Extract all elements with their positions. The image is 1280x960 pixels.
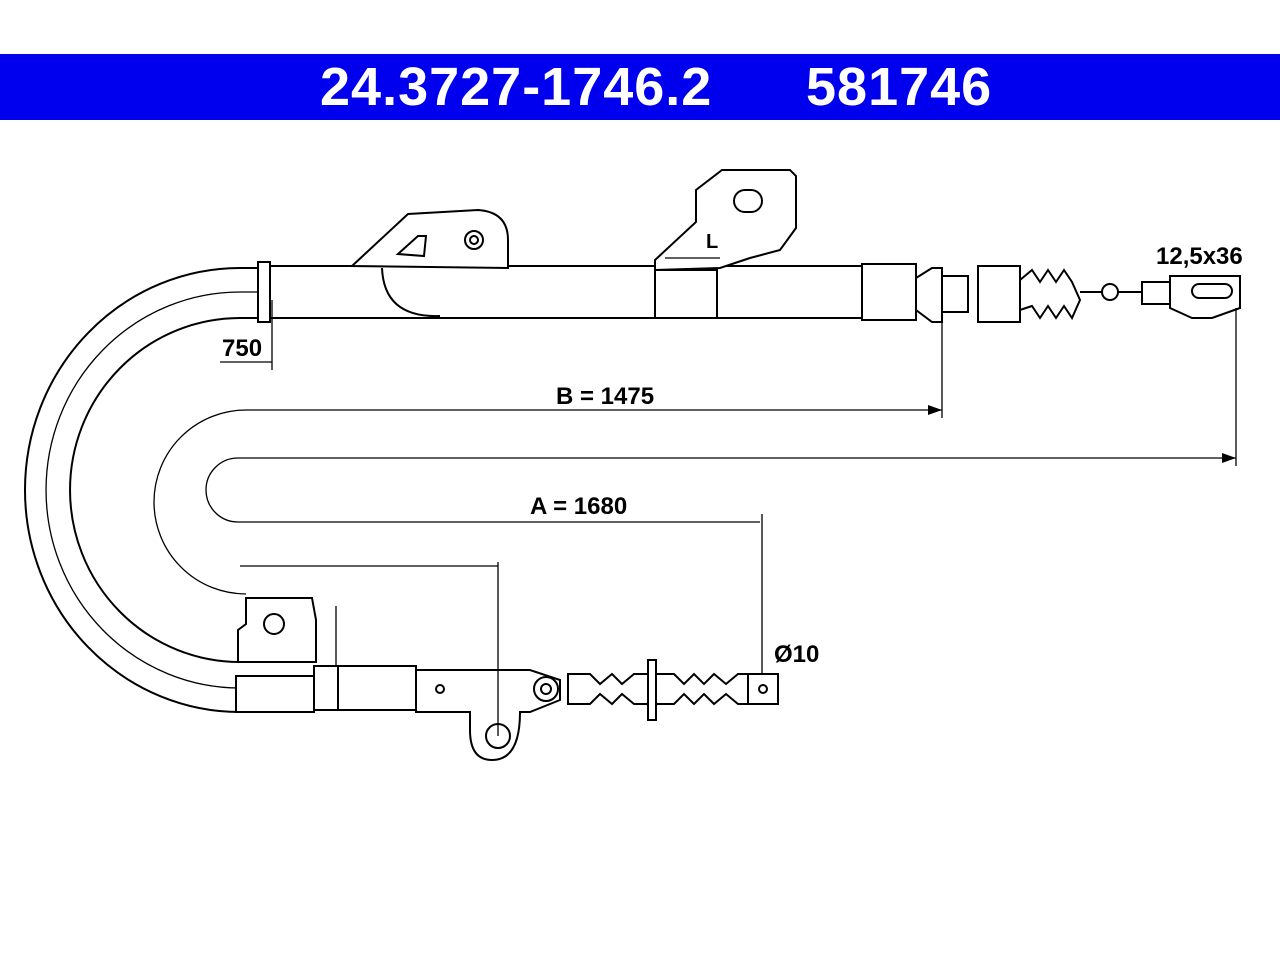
top-sleeve — [654, 269, 718, 319]
top-boot — [1019, 268, 1082, 321]
top-sheath — [257, 265, 864, 319]
bottom-ferrule — [337, 665, 417, 711]
dim-label-diameter: Ø10 — [774, 641, 819, 668]
top-end-collar — [915, 267, 943, 323]
top-bracket-slot — [395, 235, 428, 258]
part-number: 24.3727-1746.2 — [320, 57, 713, 117]
top-nut — [941, 275, 969, 313]
top-eye-slot — [1191, 283, 1233, 299]
bracket-bolt-center — [469, 235, 479, 245]
top-ferrule — [861, 263, 917, 321]
top-bracket-L — [654, 169, 797, 272]
bottom-sleeve — [235, 675, 315, 713]
dim-label-b: B = 1475 — [556, 383, 654, 410]
bottom-boot — [567, 672, 649, 706]
cable-inner-edge — [69, 317, 258, 663]
dim-A — [240, 514, 763, 736]
bottom-sheath — [313, 665, 341, 711]
dim-label-eye: 12,5x36 — [1156, 243, 1243, 270]
dim-total — [205, 308, 1237, 523]
bottom-bracket-hole — [263, 613, 285, 635]
top-crimp — [1101, 283, 1119, 301]
top-threaded-rod — [1141, 281, 1171, 305]
bottom-end-fitting — [415, 669, 561, 762]
bottom-spring — [655, 672, 749, 706]
bottom-fitting-pin — [435, 684, 445, 694]
dim-label-750: 750 — [222, 335, 262, 362]
dim-750 — [220, 300, 273, 370]
cable-core-line — [45, 291, 258, 689]
top-sheath-collar — [257, 261, 271, 323]
top-bracket-skirt — [381, 267, 441, 318]
cable-outer-edge — [24, 267, 258, 713]
header-bar: 24.3727-1746.2 581746 — [0, 54, 1280, 120]
bottom-washer — [647, 659, 657, 721]
bracket-mark: L — [706, 231, 718, 253]
reference-number: 581746 — [806, 57, 993, 117]
dim-label-a: A = 1680 — [530, 493, 627, 520]
top-bracket-left — [349, 208, 509, 270]
dim-B — [153, 322, 943, 595]
bracket-L-hole — [733, 189, 763, 213]
top-spring-housing — [977, 265, 1021, 323]
